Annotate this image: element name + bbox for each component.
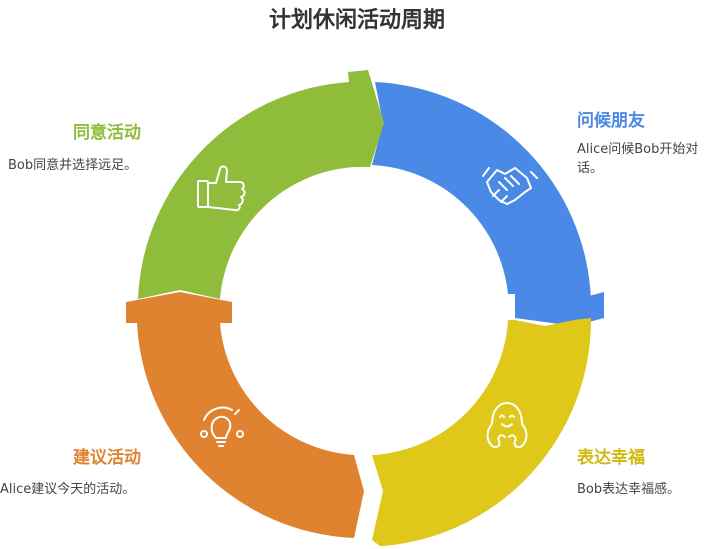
segment-greet: [372, 82, 604, 326]
diagram-title: 计划休闲活动周期: [268, 8, 445, 33]
lightbulb-icon: [200, 406, 244, 447]
segment-happy: [372, 318, 592, 546]
segment-agree: [138, 70, 384, 299]
stage-desc-greet: Alice问候Bob开始对话。: [577, 142, 699, 176]
stage-title-agree: 同意活动: [73, 123, 141, 143]
handshake-icon: [482, 167, 538, 205]
thumbs-up-icon: [197, 165, 246, 212]
smiling-face-icon: [486, 402, 528, 449]
stage-desc-agree: Bob同意并选择远足。: [8, 158, 138, 173]
stage-title-happy: 表达幸福: [577, 448, 645, 468]
segment-suggest: [126, 292, 364, 538]
stage-title-suggest: 建议活动: [73, 448, 141, 468]
stage-desc-suggest: Alice建议今天的活动。: [0, 482, 136, 497]
stage-desc-happy: Bob表达幸福感。: [577, 482, 681, 497]
stage-title-greet: 问候朋友: [577, 111, 645, 131]
